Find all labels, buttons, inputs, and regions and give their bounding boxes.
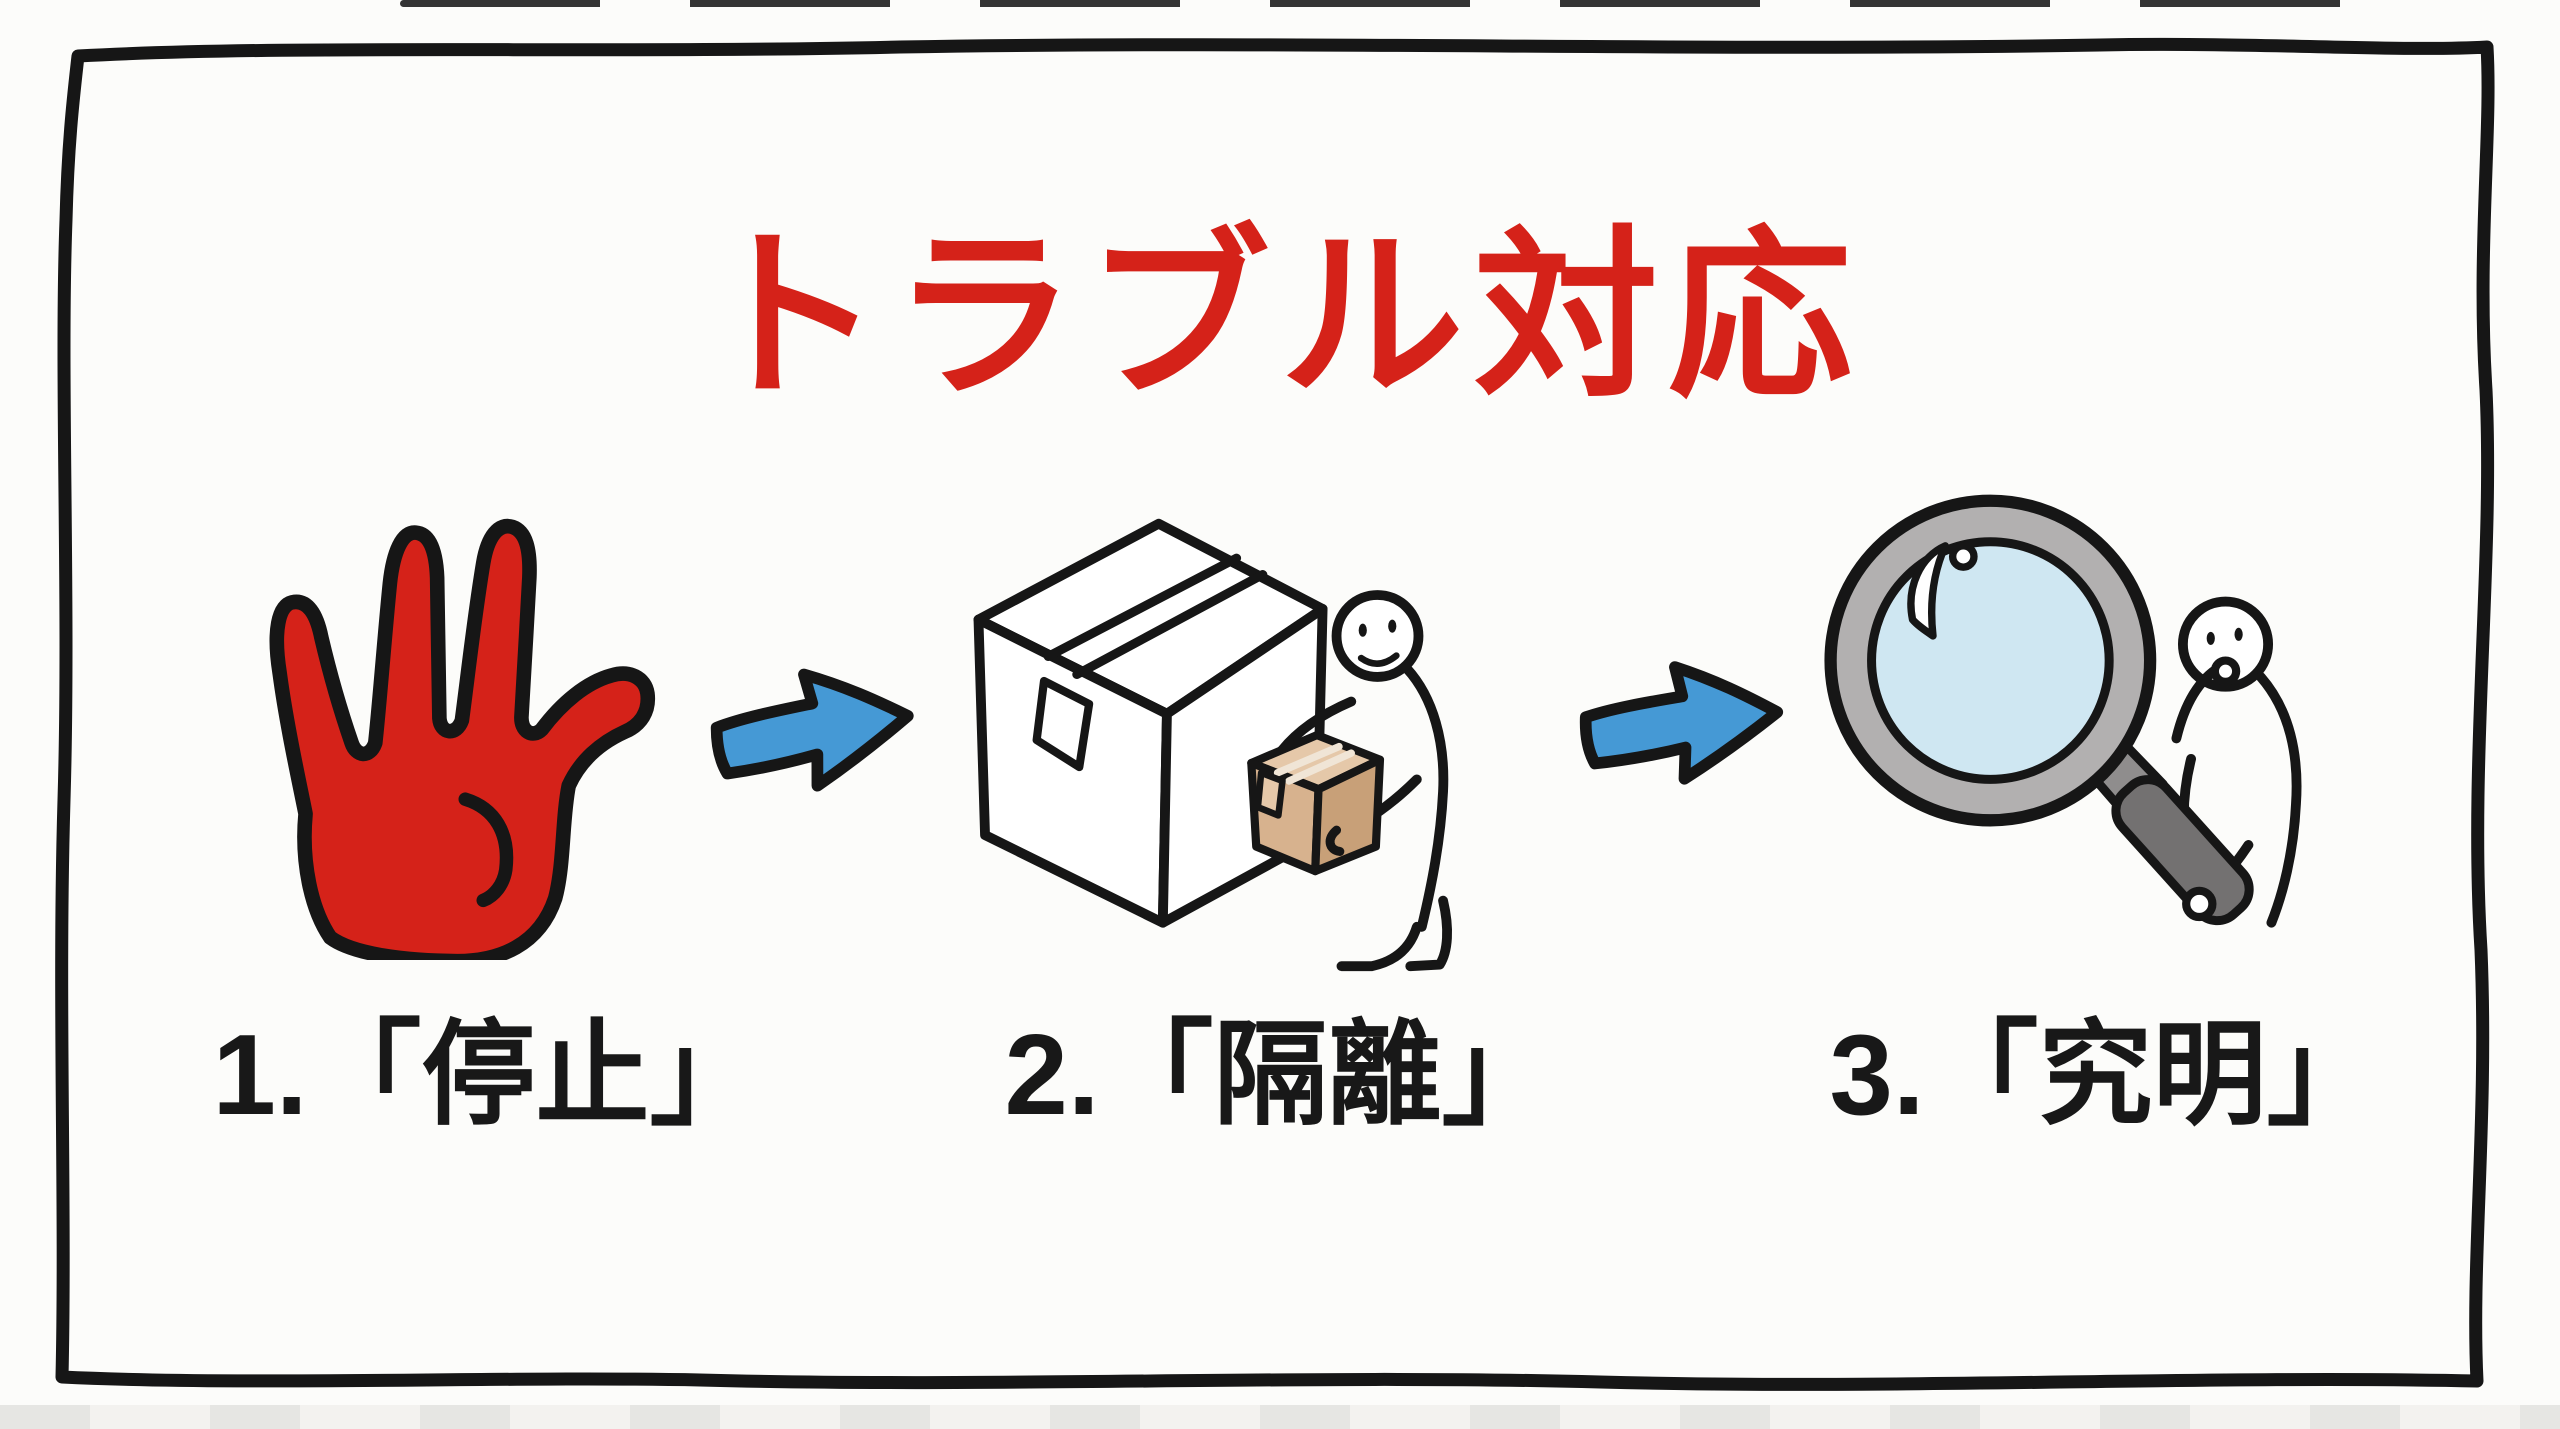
- top-edge-smudge: [400, 0, 2390, 7]
- page-title: トラブル対応: [697, 213, 1862, 420]
- step-caption-stop: 1.「停止」: [212, 1012, 764, 1139]
- step-caption-investigate: 3.「究明」: [1829, 1012, 2381, 1139]
- isolate-box-icon: [973, 518, 1453, 972]
- arrow-right-icon: [1579, 661, 1784, 785]
- step-caption-isolate: 2.「隔離」: [1004, 1012, 1556, 1139]
- bottom-edge-texture: [0, 1405, 2560, 1429]
- arrow-right-icon: [710, 668, 914, 792]
- stop-hand-icon: [269, 518, 656, 960]
- investigate-magnifier-icon: [1824, 494, 2302, 928]
